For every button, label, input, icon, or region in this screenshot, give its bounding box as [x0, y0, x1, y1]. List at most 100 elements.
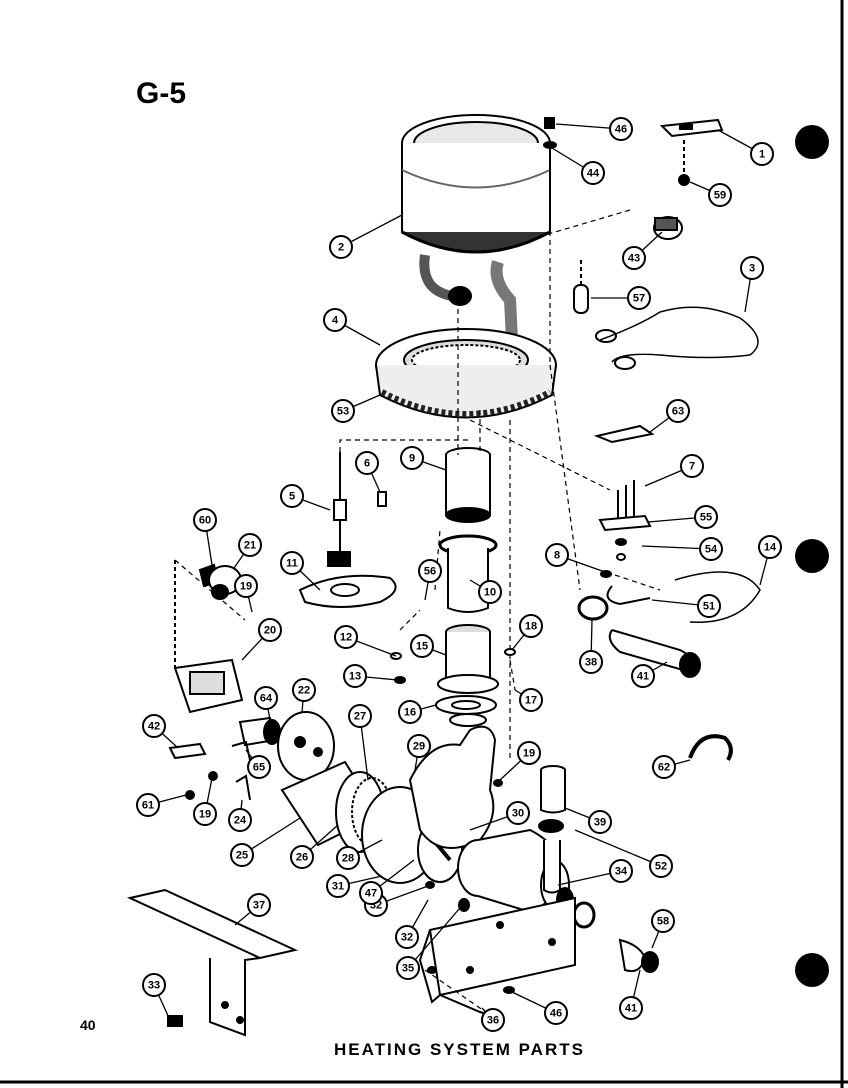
callout-13: 13 [343, 664, 399, 688]
section-label: G-5 [136, 77, 186, 110]
binder-hole-middle [795, 539, 829, 573]
callout-28: 28 [336, 839, 383, 870]
screw-33 [167, 1015, 183, 1027]
callout-number: 1 [759, 149, 765, 161]
callout-54: 54 [641, 537, 723, 561]
callout-bubble [697, 594, 721, 618]
callout-43: 43 [622, 231, 663, 270]
callout-35: 35 [396, 907, 461, 980]
callout-7: 7 [644, 454, 704, 487]
callout-number: 19 [240, 581, 252, 593]
callout-number: 64 [260, 693, 273, 705]
clamp-39 [577, 595, 609, 621]
callout-number: 3 [749, 263, 755, 275]
callout-number: 6 [364, 458, 370, 470]
callout-number: 5 [289, 491, 295, 503]
callout-bubble [666, 399, 690, 423]
callout-19: 19 [499, 741, 541, 781]
callout-bubble [355, 451, 379, 475]
washer-12 [390, 652, 402, 660]
callout-number: 15 [416, 641, 428, 653]
callout-number: 65 [253, 762, 265, 774]
callout-1: 1 [717, 129, 774, 166]
callout-bubble [418, 559, 442, 583]
callout-bubble [478, 580, 502, 604]
callout-20: 20 [241, 618, 282, 661]
callout-bubble [396, 956, 420, 980]
tube-15 [435, 624, 499, 715]
callout-bubble [258, 618, 282, 642]
callout-52: 52 [574, 829, 673, 878]
igniter-42 [608, 629, 701, 678]
callout-36: 36 [481, 1007, 505, 1032]
binder-hole-bottom [795, 953, 829, 987]
callout-bubble [142, 714, 166, 738]
sleeve-41 [538, 765, 566, 833]
callout-number: 41 [637, 671, 649, 683]
callout-64: 64 [254, 686, 278, 721]
callout-number: 29 [413, 741, 425, 753]
callout-bubble [581, 161, 605, 185]
flanged-tube-10 [438, 534, 498, 613]
callout-63: 63 [649, 399, 690, 433]
callout-14: 14 [758, 535, 782, 586]
callout-number: 2 [338, 242, 344, 254]
callout-number: 59 [714, 190, 726, 202]
callout-bubble [247, 755, 271, 779]
callout-6: 6 [355, 451, 381, 493]
motor-plate-22 [277, 711, 335, 781]
callout-bubble [750, 142, 774, 166]
callout-65: 65 [245, 749, 271, 779]
callout-number: 30 [512, 808, 524, 820]
callout-bubble [631, 664, 655, 688]
callout-bubble [609, 117, 633, 141]
callout-number: 56 [424, 566, 436, 578]
callout-number: 52 [655, 861, 667, 873]
callout-30: 30 [469, 801, 530, 831]
callout-number: 31 [332, 881, 344, 893]
callout-10: 10 [469, 579, 502, 604]
callout-bubble [699, 537, 723, 561]
plate-hole [330, 583, 360, 597]
callout-number: 54 [705, 544, 718, 556]
callout-bubble [708, 183, 732, 207]
callout-27: 27 [348, 704, 372, 781]
callout-29: 29 [407, 734, 431, 771]
callout-38: 38 [579, 619, 603, 674]
callout-number: 10 [484, 587, 496, 599]
callout-42: 42 [142, 714, 179, 749]
callout-bubble [193, 508, 217, 532]
callout-33: 33 [142, 973, 171, 1021]
callout-number: 61 [142, 800, 154, 812]
callout-bubble [579, 650, 603, 674]
callout-bubble [649, 854, 673, 878]
callout-number: 55 [700, 512, 712, 524]
clip-63 [688, 734, 733, 762]
callout-bubble [359, 881, 383, 905]
callout-bubble [326, 874, 350, 898]
callout-57: 57 [591, 286, 651, 310]
callout-bubble [652, 755, 676, 779]
callout-number: 11 [286, 558, 298, 570]
callout-bubble [290, 845, 314, 869]
gas-valve-20 [173, 560, 244, 714]
callout-5: 5 [280, 484, 331, 511]
gasket-64 [593, 424, 655, 444]
callout-number: 19 [199, 809, 211, 821]
plate-11 [298, 574, 397, 608]
callout-number: 16 [404, 707, 416, 719]
callout-bubble [694, 505, 718, 529]
screw-32 [425, 881, 435, 889]
fuse-58 [573, 260, 589, 314]
wire-harness-3 [595, 306, 759, 370]
callout-number: 34 [615, 866, 628, 878]
callout-bubble [336, 846, 360, 870]
callout-number: 47 [365, 888, 377, 900]
callout-59: 59 [689, 181, 732, 207]
callout-8: 8 [545, 543, 606, 573]
callout-bubble [228, 808, 252, 832]
callout-19: 19 [193, 777, 217, 826]
callout-61: 61 [136, 793, 187, 817]
callout-bubble [323, 308, 347, 332]
callout-bubble [680, 454, 704, 478]
